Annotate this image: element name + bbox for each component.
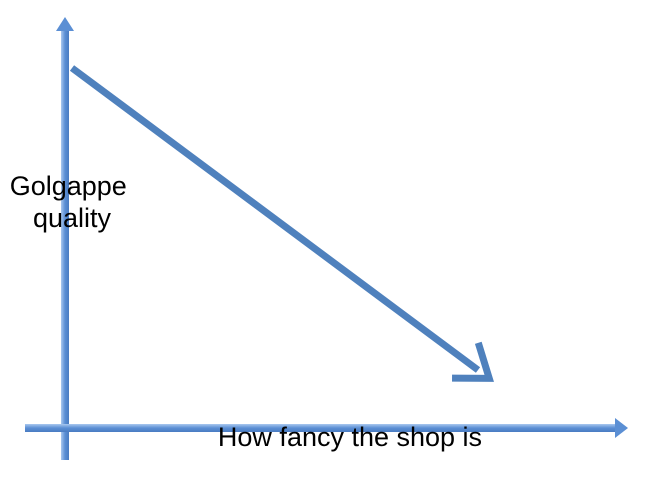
x-axis-arrowhead: [615, 418, 628, 438]
y-axis-label: Golgappe quality: [10, 171, 135, 233]
y-axis-shaft: [61, 30, 69, 460]
trend-line: [69, 65, 481, 373]
series-layer: [69, 65, 494, 382]
y-axis: [56, 17, 74, 460]
x-axis: [25, 418, 628, 438]
x-axis-label: How fancy the shop is: [218, 422, 482, 452]
y-axis-arrowhead: [56, 17, 74, 31]
x-axis-shaft: [25, 424, 616, 432]
y-axis-label-line-1: Golgappe: [10, 171, 127, 201]
y-axis-label-line-2: quality: [33, 203, 112, 233]
trend-line-arrowhead: [452, 341, 494, 382]
